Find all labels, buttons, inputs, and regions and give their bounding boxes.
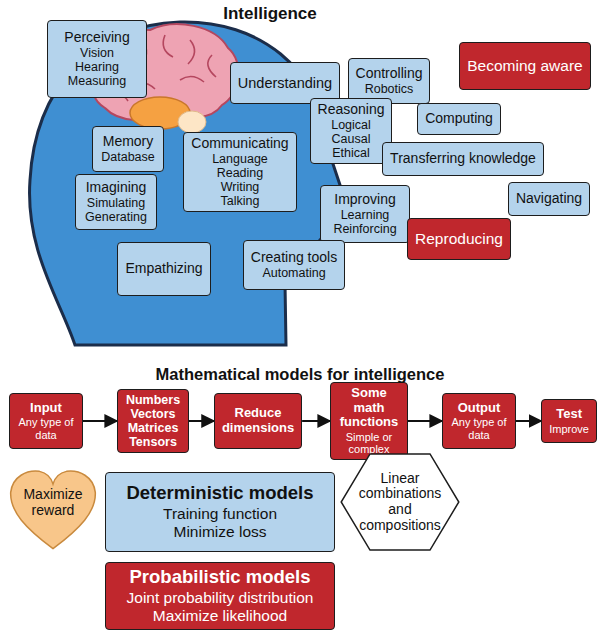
heart-shape: Maximize reward: [8, 468, 98, 552]
heading-text: Creating tools: [251, 250, 337, 266]
heading-text: Imagining: [86, 180, 147, 196]
body-text: Robotics: [365, 82, 414, 96]
heading-text: Input: [30, 401, 62, 416]
flow-arrow: [516, 420, 541, 422]
heading-text: Test: [556, 407, 582, 422]
blue-box: PerceivingVision Hearing Measuring: [47, 20, 147, 98]
heading-text: Linear combinations and compositions: [359, 471, 441, 534]
red-box: Some math functionsSimple or complex: [330, 382, 408, 459]
red-box: Numbers Vectors Matrices Tensors: [117, 389, 189, 453]
body-text: Learning Reinforcing: [333, 208, 396, 236]
blue-box: Computing: [417, 103, 501, 135]
heading-text: Deterministic models: [126, 483, 313, 504]
body-text: Training function: [163, 505, 277, 522]
section-heading: Mathematical models for intelligence: [0, 365, 600, 384]
blue-box: Deterministic modelsTraining functionMin…: [105, 472, 335, 552]
flow-arrow: [302, 420, 330, 422]
blue-box: ReasoningLogical Causal Ethical: [310, 98, 393, 165]
heading-text: Reproducing: [415, 230, 503, 247]
body-text: Simulating Generating: [85, 196, 147, 224]
flow-arrow: [83, 420, 117, 422]
blue-box: ImaginingSimulating Generating: [75, 174, 157, 230]
hexagon-shape: Linear combinations and compositions: [340, 453, 460, 551]
diagram-title: Intelligence: [0, 4, 540, 24]
red-box: Probabilistic modelsJoint probability di…: [105, 562, 335, 630]
body-text: Vision Hearing Measuring: [68, 46, 126, 88]
heading-text: Reduce dimensions: [222, 406, 294, 435]
heading-text: Understanding: [238, 75, 332, 91]
red-box: InputAny type of data: [9, 393, 83, 449]
heading-text: Transferring knowledge: [390, 151, 536, 167]
heading-text: Improving: [334, 192, 395, 208]
body-text: Database: [101, 150, 155, 164]
body-text: Minimize loss: [173, 523, 266, 540]
red-box: TestImprove: [541, 399, 597, 443]
heading-text: Probabilistic models: [130, 567, 311, 588]
heading-text: Becoming aware: [467, 57, 582, 74]
body-text: Any type of data: [450, 416, 508, 441]
heading-text: Empathizing: [125, 261, 202, 277]
body-text: Maximize likelihood: [153, 607, 287, 624]
blue-box: Creating toolsAutomating: [243, 240, 345, 290]
body-text: Improve: [549, 423, 589, 435]
body-text: Joint probability distribution: [127, 589, 314, 606]
heading-text: Controlling: [356, 66, 423, 82]
heading-text: Reasoning: [318, 102, 385, 118]
flow-arrow: [408, 420, 442, 422]
heading-text: Memory: [103, 134, 154, 150]
body-text: Language Reading Writing Talking: [212, 152, 268, 208]
heading-text: Communicating: [191, 136, 288, 152]
blue-box: Navigating: [508, 182, 590, 216]
blue-box: Empathizing: [117, 242, 210, 296]
body-text: Logical Causal Ethical: [331, 118, 371, 160]
brain-stem: [178, 111, 206, 133]
blue-box: ImprovingLearning Reinforcing: [320, 185, 410, 243]
heading-text: Perceiving: [64, 30, 129, 46]
heading-text: Some math functions: [340, 386, 399, 430]
red-box: Reduce dimensions: [214, 393, 302, 449]
head-silhouette: [30, 22, 341, 345]
body-text: Any type of data: [17, 416, 75, 441]
body-text: Simple or complex: [338, 431, 400, 456]
blue-box: MemoryDatabase: [92, 126, 164, 172]
heading-text: Computing: [425, 111, 493, 127]
body-text: Automating: [262, 266, 325, 280]
heading-text: Numbers Vectors Matrices Tensors: [126, 393, 180, 449]
flow-arrow: [189, 420, 214, 422]
blue-box: Transferring knowledge: [382, 142, 544, 176]
blue-box: CommunicatingLanguage Reading Writing Ta…: [183, 132, 296, 213]
heading-text: Maximize reward: [23, 487, 82, 518]
red-box: OutputAny type of data: [442, 393, 516, 449]
heading-text: Output: [458, 401, 501, 416]
red-box: Reproducing: [407, 218, 511, 260]
red-box: Becoming aware: [459, 42, 590, 90]
heading-text: Navigating: [516, 191, 582, 207]
